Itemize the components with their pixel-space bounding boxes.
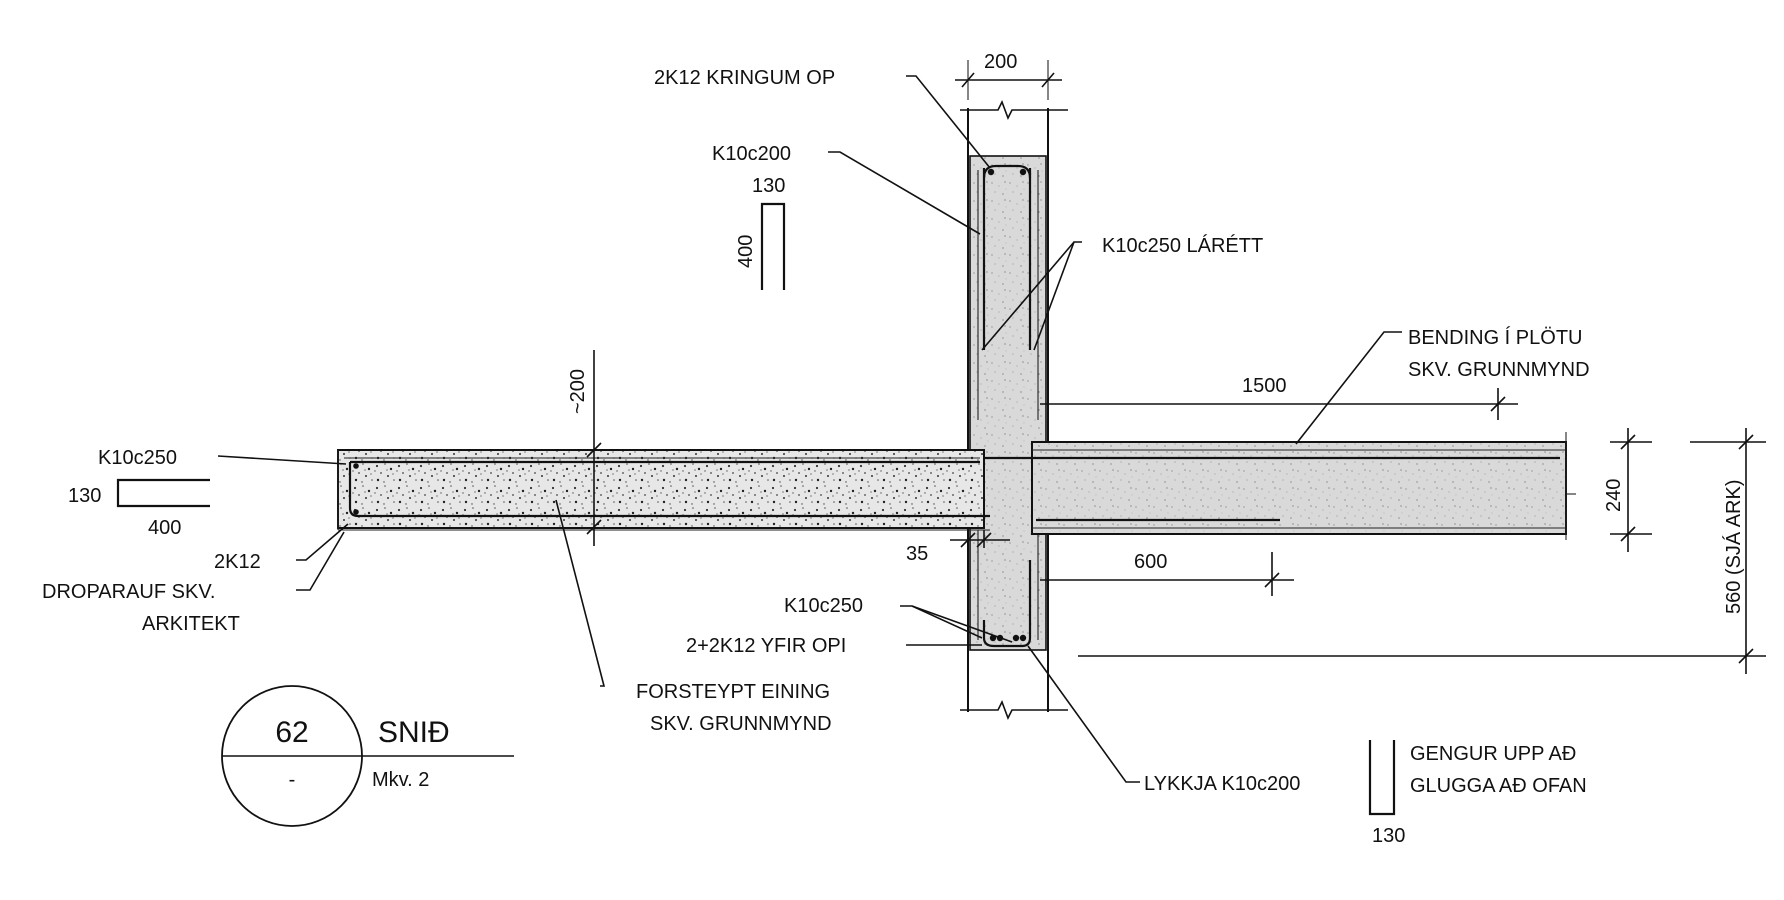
label-k10c200-top: K10c200 [712,143,791,165]
label-bending-1: BENDING Í PLÖTU [1408,326,1582,349]
label-dim-130-left: 130 [68,485,101,507]
floor-slab [984,432,1576,540]
label-larett: K10c250 LÁRÉTT [1102,234,1263,257]
label-lykkja: LYKKJA K10c200 [1144,773,1300,795]
section-sheet: - [289,769,296,791]
label-dim-240: 240 [1603,479,1625,512]
label-gengur-1: GENGUR UPP AÐ [1410,743,1576,765]
bar-shapes [116,202,1396,816]
label-gengur-2: GLUGGA AÐ OFAN [1410,775,1587,797]
label-yfir-opi: 2+2K12 YFIR OPI [686,635,846,657]
wall-section [960,100,1068,720]
label-droparauf-2: ARKITEKT [142,613,240,635]
label-dim-400-vert: 400 [735,235,757,268]
dimensions [586,60,1766,674]
precast-element [337,449,990,531]
label-dim-560: 560 (SJÁ ARK) [1722,479,1745,614]
label-k10c250-left: K10c250 [98,447,177,469]
label-dim-200-approx: ~200 [567,369,589,414]
label-dim-130-top: 130 [752,175,785,197]
label-dim-35: 35 [906,543,928,565]
annotations: 2K12 KRINGUM OP K10c200 130 400 K10c250 … [42,51,1745,847]
label-2k12: 2K12 [214,551,261,573]
section-scale: Mkv. 2 [372,769,429,791]
label-bending-2: SKV. GRUNNMYND [1408,359,1590,381]
section-mark: 62 - SNIÐ Mkv. 2 [221,685,514,827]
section-title: SNIÐ [378,716,450,749]
label-kringum-op: 2K12 KRINGUM OP [654,67,835,89]
label-dim-400-left: 400 [148,517,181,539]
leaders [217,75,1402,783]
label-droparauf-1: DROPARAUF SKV. [42,581,215,603]
label-dim-200-top: 200 [984,51,1017,73]
label-dim-130-bottom: 130 [1372,825,1405,847]
label-dim-1500: 1500 [1242,375,1287,397]
section-number: 62 [275,716,308,749]
label-k10c250-bottom: K10c250 [784,595,863,617]
label-forsteypt-2: SKV. GRUNNMYND [650,713,832,735]
label-dim-600: 600 [1134,551,1167,573]
label-forsteypt-1: FORSTEYPT EINING [636,681,830,703]
